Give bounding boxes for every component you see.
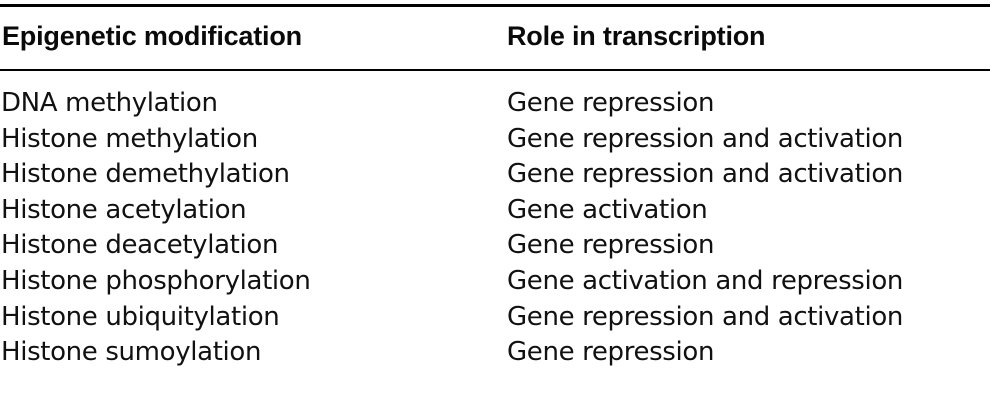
cell-role: Gene activation and repression — [507, 265, 904, 296]
cell-modification: Histone deacetylation — [1, 230, 279, 261]
cell-modification: Histone acetylation — [1, 194, 247, 225]
table-row: DNA methylation Gene repression — [0, 86, 990, 122]
column-header-role-in-transcription: Role in transcription — [507, 21, 766, 51]
cell-modification: DNA methylation — [1, 88, 218, 118]
cell-role: Gene activation — [507, 194, 708, 225]
column-header-epigenetic-modification: Epigenetic modification — [2, 21, 302, 51]
table-row: Histone sumoylation Gene repression — [0, 335, 990, 371]
cell-role: Gene repression and activation — [507, 159, 904, 190]
table-top-rule — [0, 4, 990, 7]
table-row: Histone methylation Gene repression and … — [0, 122, 990, 158]
cell-role: Gene repression — [507, 230, 715, 261]
table-row: Histone ubiquitylation Gene repression a… — [0, 300, 990, 336]
cell-role: Gene repression — [507, 88, 715, 118]
cell-modification: Histone demethylation — [1, 159, 290, 190]
cell-role: Gene repression and activation — [507, 301, 904, 332]
cell-role: Gene repression — [507, 337, 715, 368]
cell-modification: Histone methylation — [1, 123, 258, 154]
table-row: Histone phosphorylation Gene activation … — [0, 264, 990, 300]
cell-modification: Histone phosphorylation — [1, 265, 311, 296]
table-row: Histone demethylation Gene repression an… — [0, 157, 990, 193]
table-row: Histone deacetylation Gene repression — [0, 228, 990, 264]
cell-modification: Histone ubiquitylation — [1, 301, 280, 332]
cell-modification: Histone sumoylation — [1, 337, 262, 368]
cell-role: Gene repression and activation — [507, 123, 904, 154]
table-header-rule — [0, 69, 990, 71]
table-header-row: Epigenetic modification Role in transcri… — [0, 18, 990, 64]
table-body: DNA methylation Gene repression Histone … — [0, 86, 990, 371]
table-row: Histone acetylation Gene activation — [0, 193, 990, 229]
